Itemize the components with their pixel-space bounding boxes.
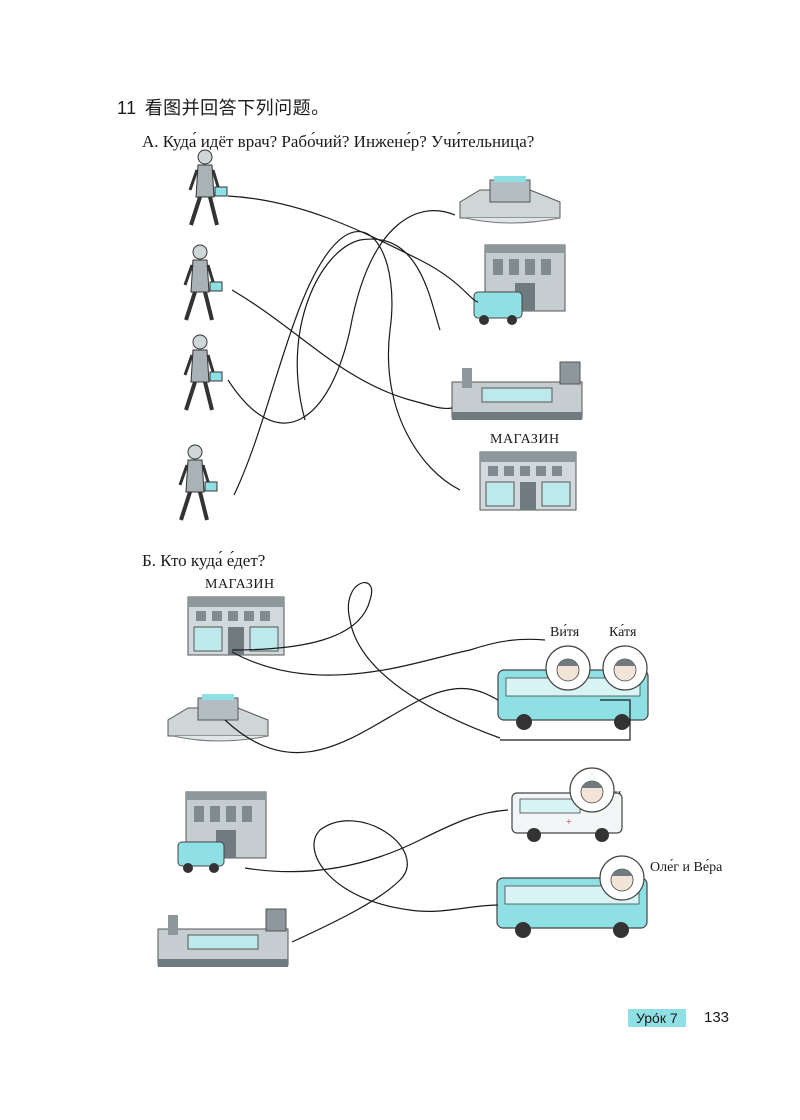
name-oleg-vera: Оле́г и Ве́ра	[650, 860, 723, 875]
section-b-store-sign: МАГАЗИН	[205, 577, 275, 592]
section-a-heading: А. Куда́ идёт врач? Рабо́чий? Инжене́р? …	[142, 132, 535, 151]
svg-text:+: +	[566, 817, 572, 828]
exercise-instruction: 看图并回答下列问题。	[144, 98, 330, 118]
exercise-heading: 11 看图并回答下列问题。	[117, 94, 330, 120]
page-number: 133	[704, 1009, 730, 1026]
section-a-store-sign: МАГАЗИН	[490, 432, 560, 447]
name-vitya: Ви́тя	[550, 625, 580, 640]
section-b-heading: Б. Кто куда́ е́дет?	[142, 551, 266, 570]
name-katya: Ка́тя	[609, 625, 637, 640]
lesson-badge: Уро́к 7	[628, 1009, 686, 1027]
exercise-number: 11	[117, 98, 137, 118]
